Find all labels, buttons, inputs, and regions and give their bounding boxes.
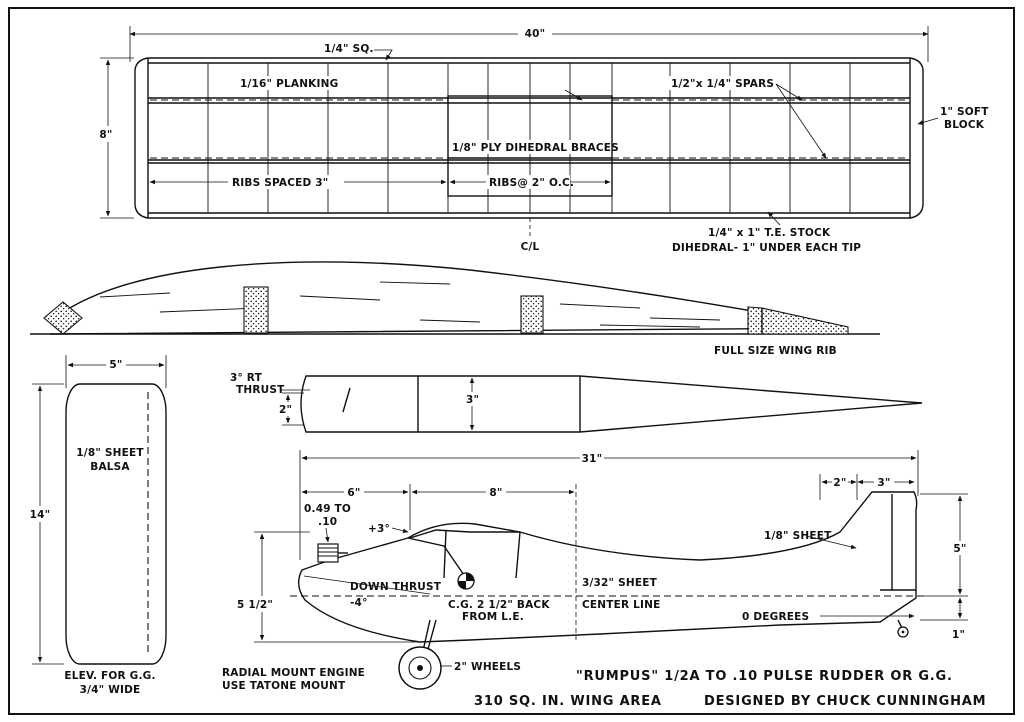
wing-area-label: 310 SQ. IN. WING AREA (474, 694, 662, 709)
rib-airfoil (49, 261, 849, 335)
ribs-oc-label: RIBS@ 2" O.C. (489, 177, 574, 189)
ribs-spaced-label: RIBS SPACED 3" (232, 177, 328, 189)
tail-wheel (897, 619, 909, 638)
wing-plan-view: 40" (96, 26, 989, 254)
engine-label-2: .10 (318, 516, 337, 528)
cg-label-1: C.G. 2 1/2" BACK (448, 599, 550, 611)
te-stock-label: 1/4" x 1" T.E. STOCK (708, 227, 831, 239)
stab-caption-2: 3/4" WIDE (80, 684, 141, 696)
centerline-side-label: CENTER LINE (582, 599, 661, 611)
tip-block-label-2: BLOCK (944, 119, 985, 131)
cabin-length-dim: 8" (489, 487, 502, 499)
body-width-dim: 3" (466, 394, 479, 406)
span-dim-text: 40" (525, 28, 546, 40)
dihedral-braces-label: 1/8" PLY DIHEDRAL BRACES (452, 142, 619, 154)
mount-label-1: RADIAL MOUNT ENGINE (222, 667, 365, 679)
planking-label: 1/16" PLANKING (240, 78, 338, 90)
fuselage-top-view: 3° RT THRUST 2" 3" (230, 372, 923, 433)
sheet-332-label: 3/32" SHEET (582, 577, 658, 589)
stab-outline (65, 383, 167, 665)
chord-dim-text: 8" (99, 129, 112, 141)
stab-length-dim-text: 14" (30, 509, 51, 521)
stabilizer-view: 5" 14" 1/8" SHEET BALSA ELEV. FOR G.G. 3… (26, 355, 167, 696)
centerline-label: C/L (521, 241, 540, 253)
title-block: "RUMPUS" 1/2A TO .10 PULSE RUDDER OR G.G… (474, 669, 986, 709)
stab-width-dim-text: 5" (109, 359, 122, 371)
thrust-label-1: 3° RT (230, 372, 263, 384)
upthrust-angle: +3° (368, 523, 390, 535)
mount-label-2: USE TATONE MOUNT (222, 680, 346, 692)
spars-label: 1/2"x 1/4" SPARS (671, 78, 774, 90)
fin-dim-2: 3" (877, 477, 890, 489)
designer-label: DESIGNED BY CHUCK CUNNINGHAM (704, 694, 986, 709)
thrust-label-2: THRUST (236, 384, 285, 396)
tail-height-dim: 1" (952, 629, 965, 641)
fuselage-side-outline (297, 491, 918, 643)
fuselage-length-dim-text: 31" (582, 453, 603, 465)
downthrust-angle: -4° (350, 597, 368, 609)
engine-label-1: 0.49 TO (304, 503, 351, 515)
fin-dim-1: 2" (833, 477, 846, 489)
fuselage-top-outline (300, 375, 923, 433)
landing-gear (398, 619, 442, 690)
stab-material-1: 1/8" SHEET (76, 447, 144, 459)
stab-material-2: BALSA (90, 461, 130, 473)
fuselage-height-dim: 5 1/2" (237, 599, 273, 611)
cg-marker-icon (457, 572, 475, 590)
plan-title: "RUMPUS" 1/2A TO .10 PULSE RUDDER OR G.G… (576, 669, 953, 684)
engine-icon (317, 543, 348, 563)
nose-width-dim: 2" (279, 404, 292, 416)
wing-rib-section: FULL SIZE WING RIB (30, 261, 880, 357)
wing-rib-caption: FULL SIZE WING RIB (714, 345, 837, 357)
wheels-label: 2" WHEELS (454, 661, 521, 673)
fin-sheet-label: 1/8" SHEET (764, 530, 832, 542)
fin-height-dim: 5" (953, 543, 966, 555)
downthrust-label: DOWN THRUST (350, 581, 442, 593)
tip-block-label-1: 1" SOFT (940, 106, 989, 118)
cg-label-2: FROM L.E. (462, 611, 524, 623)
zero-degrees-label: 0 DEGREES (742, 611, 809, 623)
stab-caption-1: ELEV. FOR G.G. (64, 670, 155, 682)
fuselage-side-view: 31" 6" 8" 2" 3" (222, 450, 970, 692)
nose-length-dim: 6" (347, 487, 360, 499)
le-stock-label: 1/4" SQ. (324, 43, 374, 55)
dihedral-label: DIHEDRAL- 1" UNDER EACH TIP (672, 242, 861, 254)
sheet-border (8, 7, 1015, 715)
